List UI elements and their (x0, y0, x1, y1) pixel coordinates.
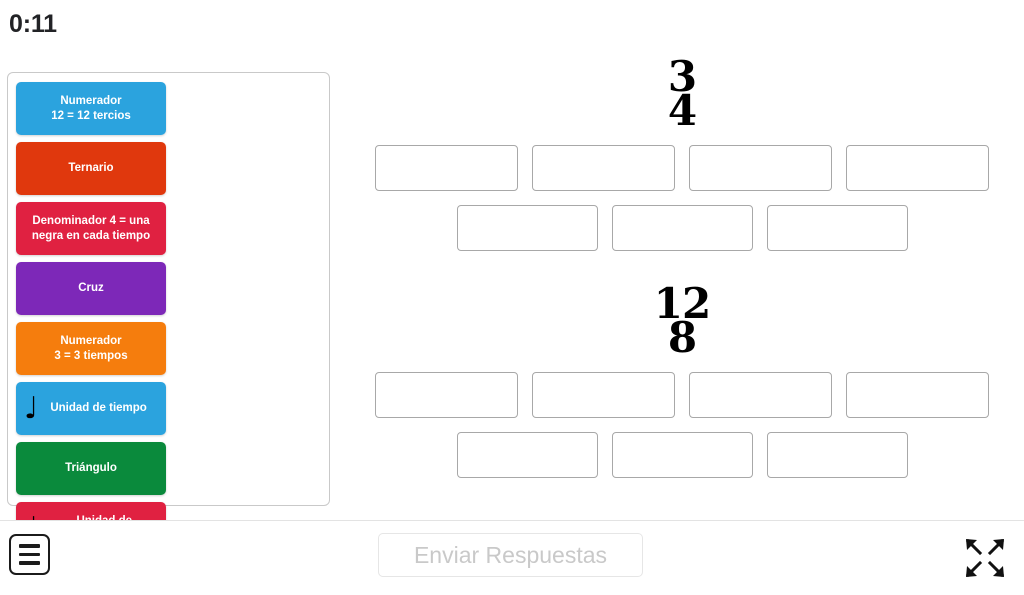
time-signature-numerator: 12 (653, 279, 711, 329)
dropzone[interactable] (611, 205, 753, 252)
timer-display: 0:11 (9, 10, 57, 38)
time-signature-3-4: 3 4 (340, 52, 1024, 135)
bottom-toolbar: Enviar Respuestas (0, 520, 1024, 595)
time-signature-12-8: 12 8 (340, 279, 1024, 362)
dropzone[interactable] (766, 205, 908, 252)
time-signature-denominator: 8 (667, 312, 697, 362)
draggable-tile[interactable]: ♩ Unidad de tiempo (16, 382, 166, 435)
fullscreen-expand-icon[interactable] (963, 536, 1007, 580)
hamburger-menu-icon[interactable] (9, 534, 50, 575)
draggable-tile[interactable]: Cruz (16, 262, 166, 315)
dropzone[interactable] (532, 145, 675, 192)
tile-label: Cruz (78, 282, 104, 295)
draggable-tile[interactable]: Ternario (16, 142, 166, 195)
tile-label: Triángulo (65, 462, 117, 475)
dropzone[interactable] (846, 145, 989, 192)
tile-label: Ternario (68, 162, 114, 175)
time-signature-denominator: 4 (667, 85, 697, 135)
dropzone-row-1b (340, 205, 1024, 252)
dropzone[interactable] (532, 372, 675, 419)
exercise-group-2: 12 8 (340, 279, 1024, 479)
dropzone[interactable] (456, 432, 598, 479)
submit-answers-button[interactable]: Enviar Respuestas (378, 533, 643, 577)
menu-bar-1 (19, 544, 40, 548)
time-signature-numerator: 3 (667, 52, 697, 101)
menu-bar-2 (19, 552, 40, 557)
menu-bar-3 (19, 561, 40, 565)
dropzone[interactable] (375, 145, 518, 192)
draggable-tile[interactable]: Denominador 4 = una negra en cada tiempo (16, 202, 166, 255)
exercise-group-1: 3 4 (340, 52, 1024, 252)
tile-label: Numerador 3 = 3 tiempos (54, 335, 128, 362)
dropzone[interactable] (846, 372, 989, 419)
dropzone-row-2b (340, 432, 1024, 479)
dropzone-row-1a (340, 145, 1024, 192)
draggable-tile[interactable]: Numerador 3 = 3 tiempos (16, 322, 166, 375)
draggable-tile[interactable]: Numerador 12 = 12 tercios (16, 82, 166, 135)
draggable-tile[interactable]: Triángulo (16, 442, 166, 495)
tile-label: Denominador 4 = una negra en cada tiempo (31, 215, 151, 242)
quarter-note-icon: ♩ (24, 390, 39, 426)
exercise-area: 3 4 12 8 (340, 52, 1024, 479)
tile-label: Numerador 12 = 12 tercios (51, 95, 131, 122)
dropzone[interactable] (456, 205, 598, 252)
tile-label: Unidad de tiempo (50, 402, 147, 415)
dropzone[interactable] (766, 432, 908, 479)
dropzone[interactable] (689, 372, 832, 419)
dropzone[interactable] (375, 372, 518, 419)
dropzone[interactable] (689, 145, 832, 192)
dropzone[interactable] (611, 432, 753, 479)
dropzone-row-2a (340, 372, 1024, 419)
